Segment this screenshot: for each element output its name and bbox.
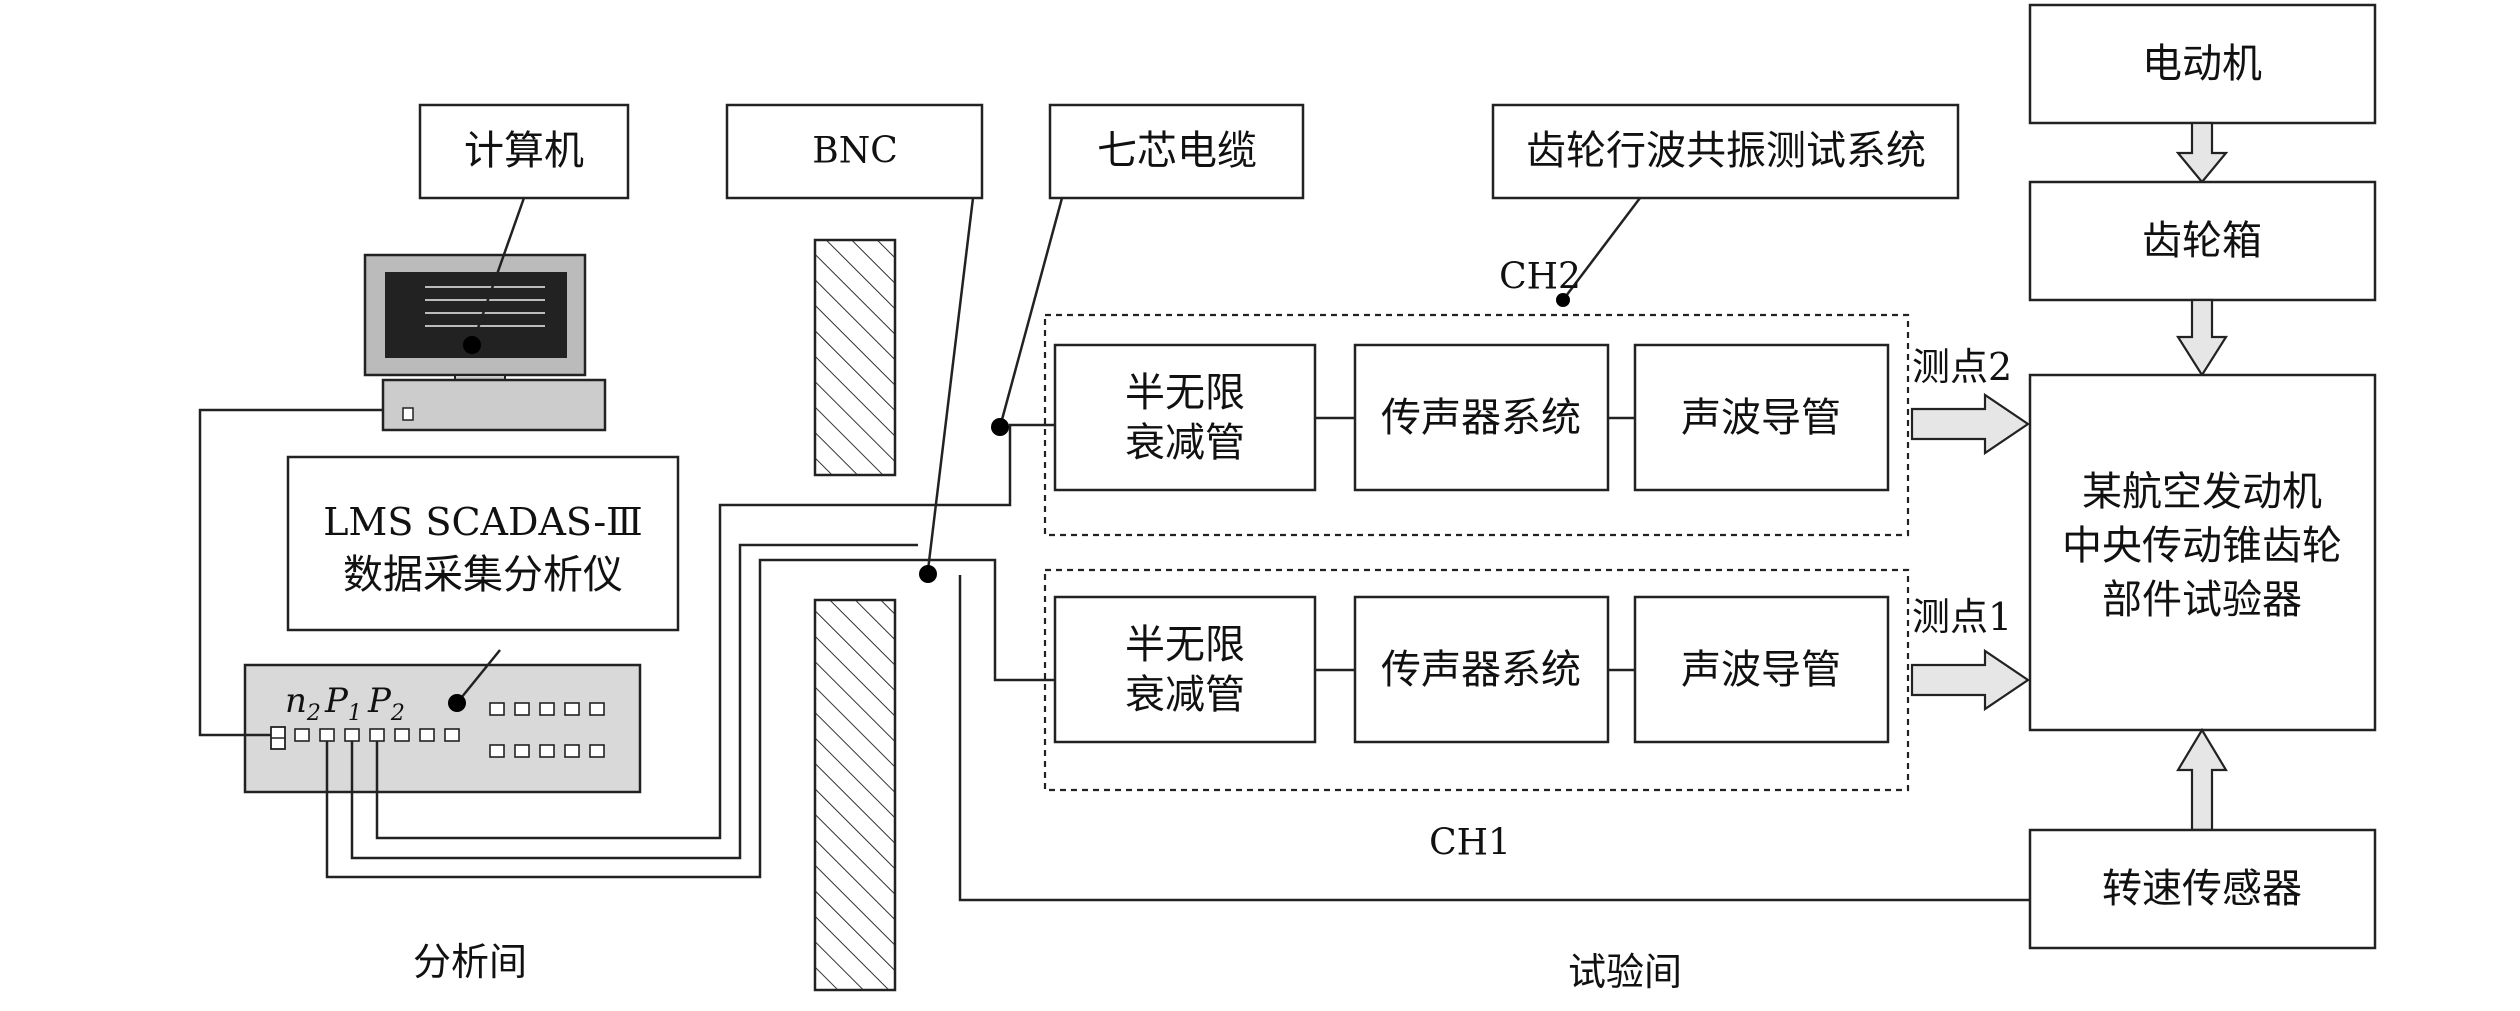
- motor-to-gearbox-arrow: [2175, 121, 2229, 184]
- svg-text:测点1: 测点1: [1912, 595, 2012, 639]
- measure-point-1-arrow: 测点1: [1910, 595, 2030, 712]
- lms-device: [243, 663, 642, 794]
- sensor-to-engine-arrow: [2176, 727, 2228, 832]
- motor-box: 电动机: [2028, 3, 2377, 125]
- svg-text:转速传感器: 转速传感器: [2102, 866, 2302, 912]
- ch2-label: CH2: [1499, 257, 1581, 298]
- svg-text:数据采集分析仪: 数据采集分析仪: [343, 552, 623, 598]
- ch2-group: [1043, 313, 1910, 537]
- gearbox-box: 齿轮箱: [2028, 180, 2377, 302]
- speed-sensor-box: 转速传感器: [2028, 828, 2377, 950]
- svg-text:齿轮行波共振测试系统: 齿轮行波共振测试系统: [1526, 128, 1926, 174]
- engine-rig-box: 某航空发动机 中央传动锥齿轮 部件试验器: [2028, 373, 2377, 732]
- computer-label-box: 计算机: [418, 103, 630, 200]
- computer-icon: [363, 253, 607, 432]
- lms-label-box: LMS SCADAS-Ⅲ 数据采集分析仪: [286, 455, 680, 632]
- svg-text:某航空发动机: 某航空发动机: [2082, 469, 2322, 515]
- svg-text:P2: P2: [367, 681, 405, 726]
- svg-text:BNC: BNC: [812, 131, 898, 172]
- ch1-attenuator-label2: 衰减管: [1125, 672, 1245, 718]
- gearbox-to-engine-arrow: [2176, 298, 2228, 378]
- port-labels: n2 P1 P2: [285, 681, 405, 726]
- svg-text:计算机: 计算机: [464, 128, 584, 174]
- ch1-microphone-label: 传声器系统: [1381, 647, 1581, 693]
- wires: [198, 194, 2040, 902]
- cable-label-box: 七芯电缆: [1048, 103, 1305, 200]
- svg-text:七芯电缆: 七芯电缆: [1097, 128, 1257, 174]
- test-room-label: 试验间: [1568, 950, 1682, 994]
- ch1-chain: 半无限 衰减管 传声器系统 声波导管: [1053, 595, 1890, 744]
- analysis-room-label: 分析间: [413, 940, 527, 984]
- connection-dots: [448, 293, 1570, 712]
- ch2-attenuator-label1: 半无限: [1125, 370, 1245, 416]
- bnc-label-box: BNC: [725, 103, 984, 200]
- svg-text:n2: n2: [285, 681, 321, 726]
- measure-point-2-arrow: 测点2: [1910, 345, 2030, 456]
- ch1-attenuator-label1: 半无限: [1125, 622, 1245, 668]
- svg-text:齿轮箱: 齿轮箱: [2142, 218, 2262, 264]
- svg-text:测点2: 测点2: [1912, 345, 2012, 389]
- ch1-waveguide-label: 声波导管: [1681, 647, 1841, 693]
- wall: [813, 238, 897, 992]
- ch2-chain: 半无限 衰减管 传声器系统 声波导管: [1053, 343, 1890, 492]
- ch2-waveguide-label: 声波导管: [1681, 395, 1841, 441]
- svg-text:LMS SCADAS-Ⅲ: LMS SCADAS-Ⅲ: [323, 500, 643, 544]
- ch1-group: [1043, 568, 1910, 792]
- test-system-label-box: 齿轮行波共振测试系统: [1491, 103, 1960, 200]
- svg-text:P1: P1: [324, 681, 362, 726]
- ch2-attenuator-label2: 衰减管: [1125, 420, 1245, 466]
- ch1-label: CH1: [1429, 823, 1511, 864]
- svg-text:电动机: 电动机: [2142, 41, 2262, 87]
- ch2-microphone-label: 传声器系统: [1381, 395, 1581, 441]
- svg-text:部件试验器: 部件试验器: [2102, 577, 2302, 623]
- svg-text:中央传动锥齿轮: 中央传动锥齿轮: [2062, 523, 2342, 569]
